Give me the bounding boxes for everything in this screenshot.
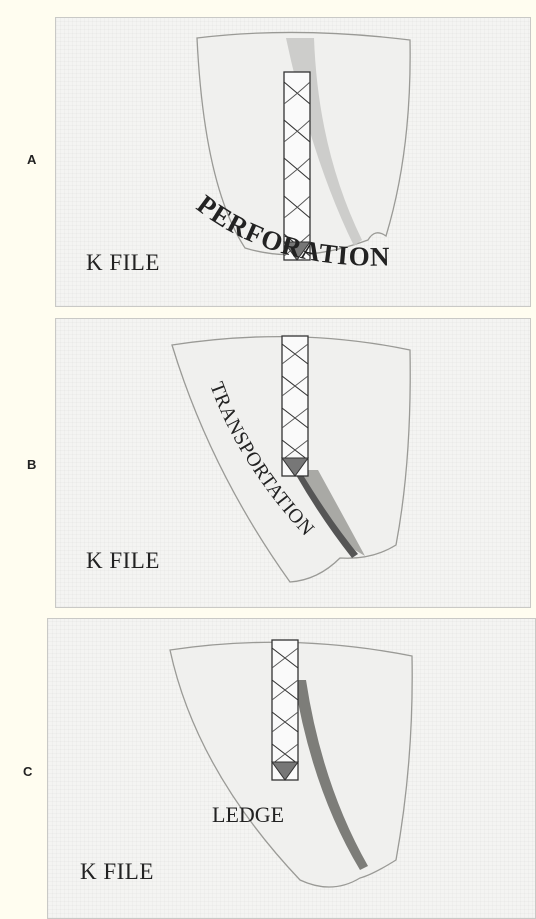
panel-c-k-file (272, 640, 298, 780)
panel-c-file-label: K FILE (80, 859, 154, 885)
panel-c-annotation: LEDGE (212, 802, 284, 827)
